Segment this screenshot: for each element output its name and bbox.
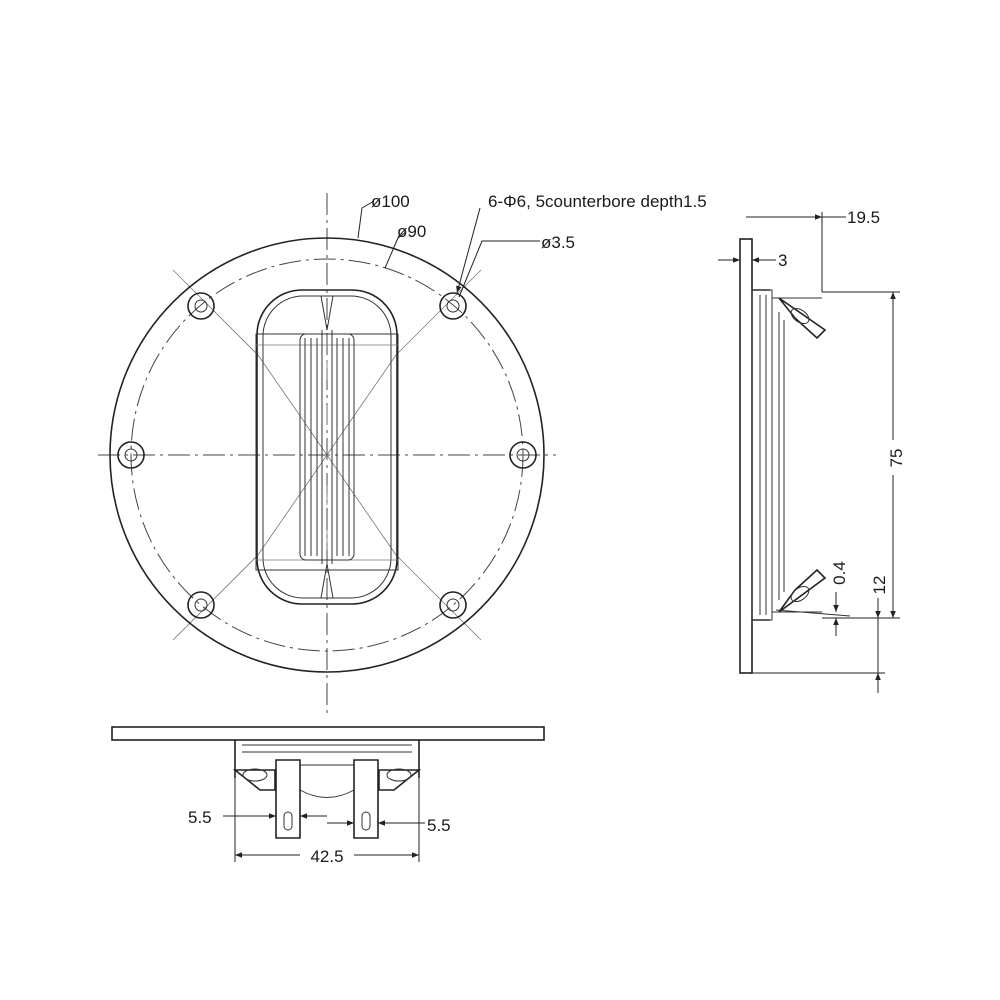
offset-label: 0.4 bbox=[830, 561, 849, 585]
counterbore-note: 6-Φ6, 5counterbore depth1.5 bbox=[488, 192, 707, 211]
bolt-circle bbox=[130, 258, 524, 652]
width-label: 42.5 bbox=[310, 847, 343, 866]
side-body bbox=[751, 289, 822, 621]
bottom-body bbox=[232, 740, 422, 798]
side-view: 19.5 3 75 0.4 12 bbox=[718, 208, 906, 693]
height-label: 75 bbox=[887, 449, 906, 468]
bottom-flange-plate bbox=[111, 726, 545, 741]
width-dimension: 42.5 bbox=[234, 778, 420, 866]
left-offset-dimension: 5.5 bbox=[188, 808, 327, 827]
ribbon-housing bbox=[255, 289, 399, 605]
flange-label: 3 bbox=[778, 251, 787, 270]
depth-label: 19.5 bbox=[847, 208, 880, 227]
diagonal-centerlines bbox=[172, 269, 482, 641]
height-dimension: 75 bbox=[822, 291, 906, 619]
right-offset-label: 5.5 bbox=[427, 816, 451, 835]
front-view: ø100 ø90 6-Φ6, 5counterbore depth1.5 ø3.… bbox=[98, 192, 707, 718]
hole-label: ø3.5 bbox=[541, 233, 575, 252]
bolt-circle-callout: ø90 bbox=[384, 222, 426, 269]
bolt-circle-label: ø90 bbox=[397, 222, 426, 241]
mounting-hole bbox=[439, 292, 467, 320]
hole-callout: ø3.5 bbox=[458, 233, 575, 298]
mounting-hole bbox=[509, 441, 537, 469]
right-offset-dimension: 5.5 bbox=[327, 816, 451, 835]
depth-dimension: 19.5 bbox=[746, 208, 880, 292]
side-flange-plate bbox=[739, 238, 753, 674]
bottom-view: 5.5 5.5 42.5 bbox=[111, 726, 545, 866]
outer-diameter-label: ø100 bbox=[371, 192, 410, 211]
terminal-dimension: 12 bbox=[752, 576, 889, 693]
counterbore-callout: 6-Φ6, 5counterbore depth1.5 bbox=[456, 192, 707, 294]
magnet-assembly bbox=[299, 333, 355, 561]
bottom-terminals bbox=[275, 759, 379, 839]
mounting-hole bbox=[187, 292, 215, 320]
terminal-label: 12 bbox=[870, 576, 889, 595]
mounting-holes bbox=[117, 292, 537, 619]
outer-diameter-callout: ø100 bbox=[357, 192, 410, 239]
mounting-hole bbox=[439, 591, 467, 619]
mounting-hole bbox=[117, 441, 145, 469]
ribbon-diaphragm bbox=[320, 295, 334, 599]
offset-dimension: 0.4 bbox=[830, 561, 849, 636]
outer-flange-circle bbox=[109, 237, 545, 673]
side-terminals bbox=[775, 297, 851, 617]
left-offset-label: 5.5 bbox=[188, 808, 212, 827]
mounting-hole bbox=[187, 591, 215, 619]
flange-dimension: 3 bbox=[718, 251, 787, 270]
